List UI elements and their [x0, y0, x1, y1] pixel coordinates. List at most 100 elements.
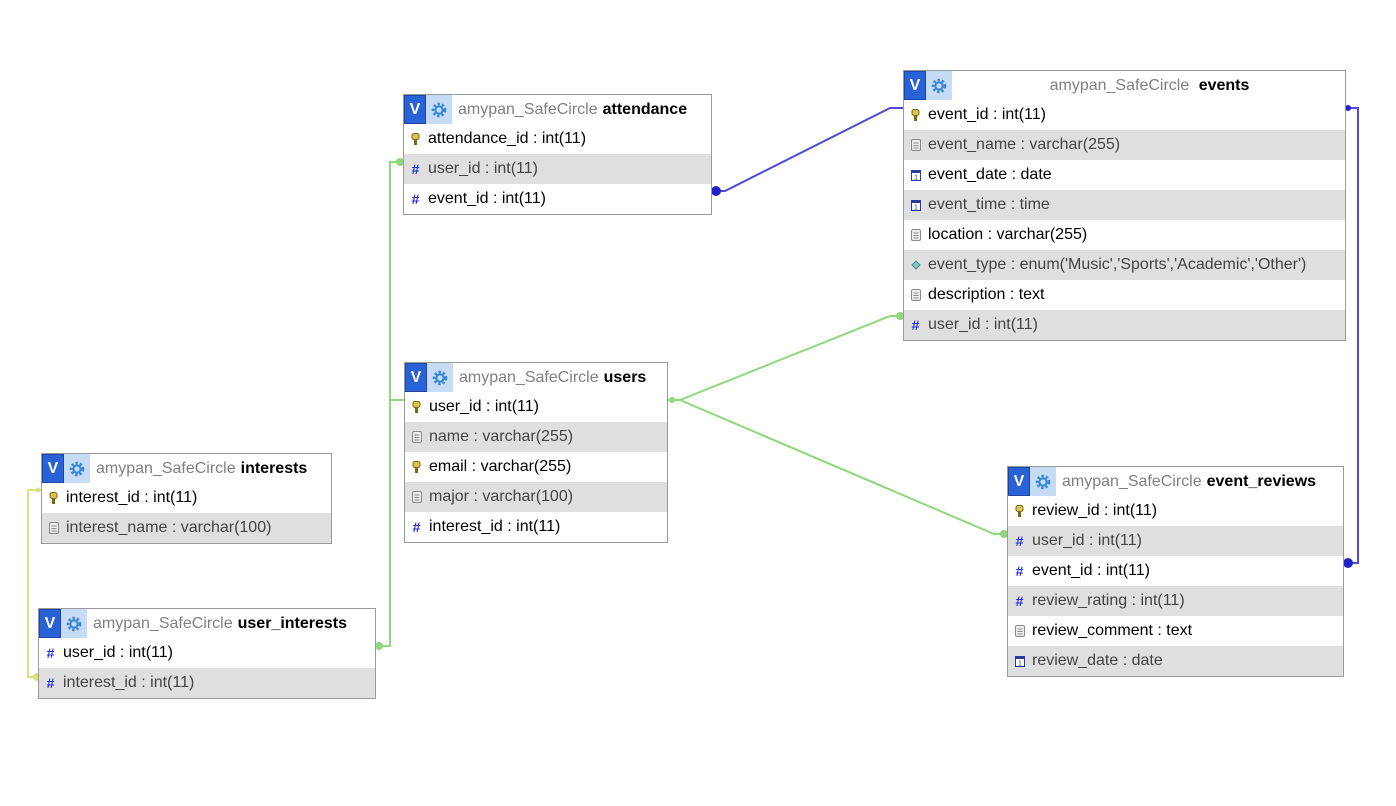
relation-endpoints	[33, 105, 1353, 681]
table-header[interactable]: V amypan_SafeCircle events	[904, 71, 1345, 100]
field-row[interactable]: #user_id : int(11)	[39, 638, 375, 668]
field-name: event_name : varchar(255)	[928, 136, 1121, 153]
field-row[interactable]: #user_id : int(11)	[404, 154, 711, 184]
field-row[interactable]: event_type : enum('Music','Sports','Acad…	[904, 250, 1345, 280]
text-field-icon	[909, 228, 922, 242]
field-name: email : varchar(255)	[429, 458, 572, 475]
field-name: user_id : int(11)	[928, 316, 1038, 333]
table-interests[interactable]: V amypan_SafeCircle interests interest_i…	[41, 453, 332, 544]
table-user-interests[interactable]: V amypan_SafeCircle user_interests #user…	[38, 608, 376, 699]
field-row[interactable]: attendance_id : int(11)	[404, 124, 711, 154]
field-row[interactable]: interest_name : varchar(100)	[42, 513, 331, 543]
field-row[interactable]: #interest_id : int(11)	[39, 668, 375, 698]
field-name: interest_id : int(11)	[429, 518, 561, 535]
table-name: interests	[240, 459, 308, 477]
field-name: attendance_id : int(11)	[428, 130, 587, 147]
table-name: event_reviews	[1206, 472, 1317, 490]
field-name: event_id : int(11)	[928, 106, 1046, 123]
primary-key-icon	[410, 400, 423, 414]
field-name: interest_name : varchar(100)	[66, 519, 272, 536]
table-header[interactable]: V amypan_SafeCircle attendance	[404, 95, 711, 124]
table-attendance[interactable]: V amypan_SafeCircle attendance attendanc…	[403, 94, 712, 215]
field-row[interactable]: review_id : int(11)	[1008, 496, 1343, 526]
field-name: review_id : int(11)	[1032, 502, 1158, 519]
numeric-hash-icon: #	[411, 191, 420, 207]
table-db-name: amypan_SafeCircle	[96, 459, 236, 477]
gear-icon[interactable]	[426, 95, 452, 124]
field-row[interactable]: review_comment : text	[1008, 616, 1343, 646]
field-row[interactable]: # interest_id : int(11)	[405, 512, 667, 542]
table-v-icon[interactable]: V	[42, 454, 64, 483]
field-row[interactable]: event_name : varchar(255)	[904, 130, 1345, 160]
table-db-name: amypan_SafeCircle	[1049, 76, 1190, 94]
field-row[interactable]: #event_id : int(11)	[1008, 556, 1343, 586]
primary-key-icon	[409, 132, 422, 146]
relation-events-attendance	[712, 107, 904, 192]
table-header[interactable]: V amypan_SafeCircle user_interests	[39, 609, 375, 638]
table-name: users	[603, 368, 647, 386]
gear-icon[interactable]	[61, 609, 87, 638]
table-header[interactable]: V amypan_SafeCircle users	[405, 363, 667, 392]
text-field-icon	[47, 521, 60, 535]
relation-users-event-reviews	[667, 399, 1008, 535]
date-field-icon: 1	[909, 198, 922, 212]
field-row[interactable]: # event_id : int(11)	[404, 184, 711, 214]
field-row[interactable]: location : varchar(255)	[904, 220, 1345, 250]
gear-icon[interactable]	[427, 363, 453, 392]
gear-icon[interactable]	[926, 71, 952, 100]
field-name: user_id : int(11)	[428, 160, 538, 177]
field-row[interactable]: major : varchar(100)	[405, 482, 667, 512]
primary-key-icon	[47, 491, 60, 505]
table-name: user_interests	[237, 614, 348, 632]
table-header[interactable]: V amypan_SafeCircle interests	[42, 454, 331, 483]
table-header[interactable]: V amypan_SafeCircle event_reviews	[1008, 467, 1343, 496]
enum-field-icon	[909, 258, 922, 272]
table-v-icon[interactable]: V	[404, 95, 426, 124]
relation-users-attendance	[389, 161, 404, 401]
field-name: user_id : int(11)	[429, 398, 539, 415]
text-field-icon	[909, 288, 922, 302]
gear-icon[interactable]	[64, 454, 90, 483]
field-name: major : varchar(100)	[429, 488, 574, 505]
text-field-icon	[1013, 624, 1026, 638]
numeric-hash-icon: #	[46, 645, 55, 661]
field-row[interactable]: description : text	[904, 280, 1345, 310]
table-db-name: amypan_SafeCircle	[1062, 472, 1202, 490]
numeric-hash-icon: #	[1015, 563, 1024, 579]
table-users[interactable]: V amypan_SafeCircle users user_id : int(…	[404, 362, 668, 543]
field-row[interactable]: user_id : int(11)	[405, 392, 667, 422]
table-event-reviews[interactable]: V amypan_SafeCircle event_reviews review…	[1007, 466, 1344, 677]
table-db-name: amypan_SafeCircle	[458, 100, 598, 118]
field-name: review_comment : text	[1032, 622, 1193, 639]
field-row[interactable]: email : varchar(255)	[405, 452, 667, 482]
table-v-icon[interactable]: V	[405, 363, 427, 392]
numeric-hash-icon: #	[412, 519, 421, 535]
primary-key-icon	[1013, 504, 1026, 518]
field-row[interactable]: name : varchar(255)	[405, 422, 667, 452]
field-row[interactable]: event_id : int(11)	[904, 100, 1345, 130]
relation-events-event-reviews	[1344, 107, 1359, 564]
text-field-icon	[909, 138, 922, 152]
table-v-icon[interactable]: V	[39, 609, 61, 638]
numeric-hash-icon: #	[911, 317, 920, 333]
relation-users-events	[667, 315, 904, 401]
gear-icon[interactable]	[1030, 467, 1056, 496]
svg-text:1: 1	[1018, 660, 1022, 667]
table-v-icon[interactable]: V	[904, 71, 926, 100]
svg-text:1: 1	[914, 204, 918, 211]
field-row[interactable]: interest_id : int(11)	[42, 483, 331, 513]
field-name: event_id : int(11)	[428, 190, 546, 207]
text-field-icon	[410, 430, 423, 444]
table-v-icon[interactable]: V	[1008, 467, 1030, 496]
table-name: events	[1198, 76, 1250, 94]
field-row[interactable]: #review_rating : int(11)	[1008, 586, 1343, 616]
field-row[interactable]: # user_id : int(11)	[904, 310, 1345, 340]
field-name: description : text	[928, 286, 1045, 303]
table-events[interactable]: V amypan_SafeCircle events event_id : in…	[903, 70, 1346, 341]
field-row[interactable]: #user_id : int(11)	[1008, 526, 1343, 556]
table-db-name: amypan_SafeCircle	[93, 614, 233, 632]
field-name: event_date : date	[928, 166, 1052, 183]
